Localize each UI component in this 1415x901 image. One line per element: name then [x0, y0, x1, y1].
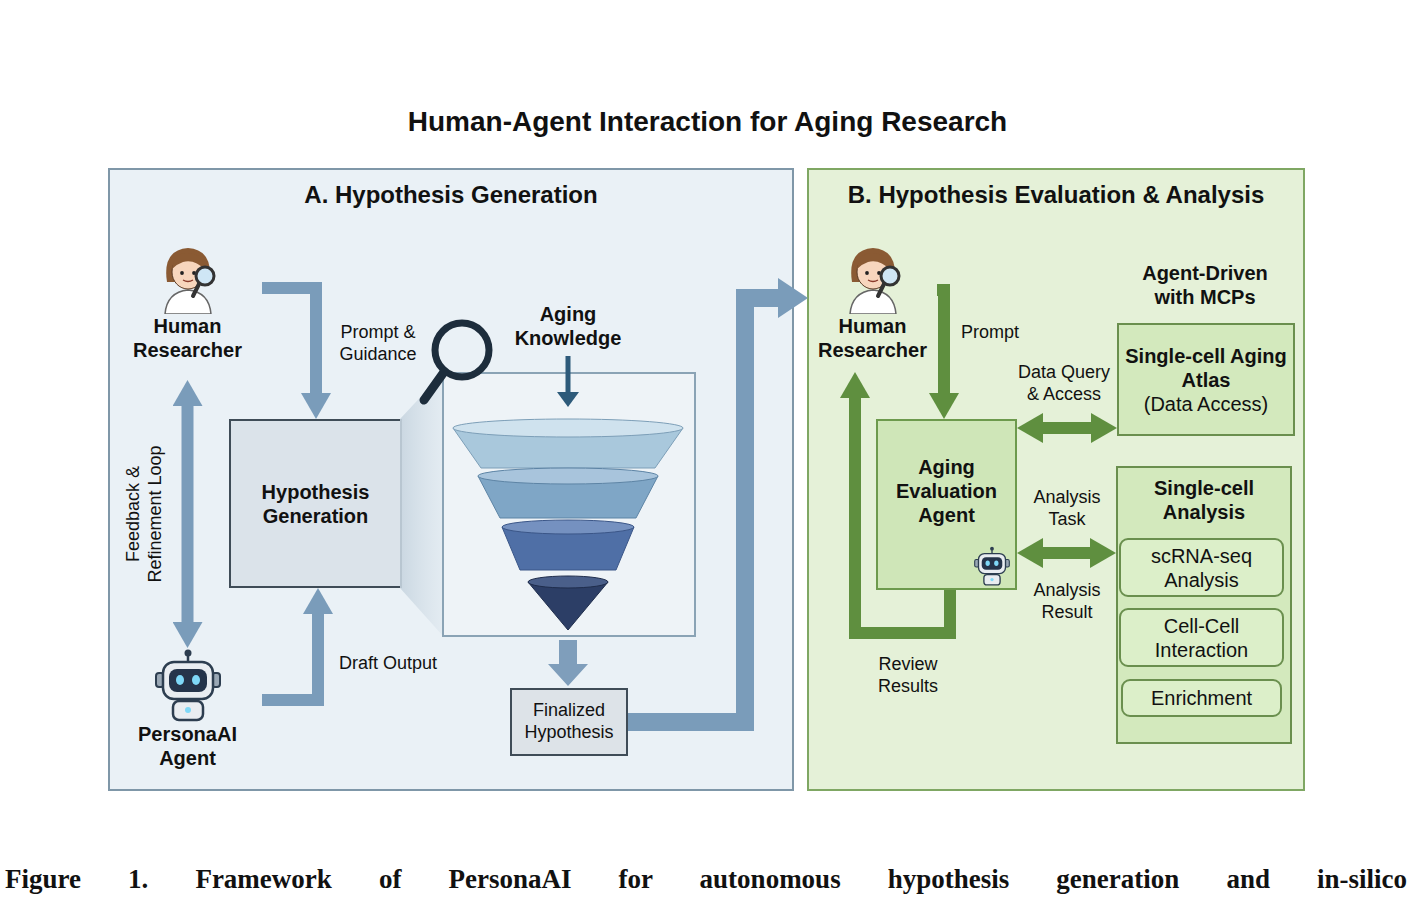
flow-arrow: [262, 614, 318, 700]
output-box: Finalized Hypothesis: [510, 688, 628, 756]
section-panel: Human ResearcherAging Evaluation Agent Si…: [807, 168, 1305, 791]
flow-arrow: [628, 298, 778, 722]
tool-group: scRNA-seq AnalysisCell-Cell InteractionE…: [1116, 466, 1292, 744]
process-box: Hypothesis Generation: [229, 419, 402, 588]
knowledge-funnel: [453, 419, 683, 630]
node-title: PersonaAI Agent: [113, 722, 262, 770]
node-title: Human Researcher: [113, 314, 262, 362]
magnifier-symbol: [424, 323, 489, 400]
node-title: Human Researcher: [808, 314, 937, 362]
node-title: Single-cell Aging Atlas: [1123, 344, 1289, 392]
node-title: Enrichment: [1151, 686, 1252, 710]
researcher-icon: [153, 242, 223, 314]
tool-box: scRNA-seq Analysis: [1119, 538, 1284, 597]
edge-label: Analysis Task: [1022, 487, 1112, 530]
funnel-frame: [443, 373, 695, 636]
node-title: B. Hypothesis Evaluation & Analysis: [848, 181, 1265, 210]
node-title: scRNA-seq Analysis: [1125, 544, 1278, 592]
flow-arrow: [1043, 547, 1090, 559]
robot-agent-icon: [153, 648, 223, 722]
flow-arrow: [937, 290, 944, 393]
flow-arrow: [182, 406, 194, 622]
figure-caption: Figure 1. Framework of PersonaAI for aut…: [5, 864, 1407, 895]
node-title: A. Hypothesis Generation: [304, 181, 597, 210]
actor-node: Human Researcher: [113, 242, 262, 380]
actor-node: Human Researcher: [808, 242, 937, 372]
flow-arrow: [262, 288, 316, 393]
researcher-icon: [838, 242, 908, 314]
edge-label: Review Results: [863, 654, 953, 697]
annotation-label: Analysis Result: [1022, 580, 1112, 623]
actor-node: PersonaAI Agent: [113, 648, 262, 786]
annotation-label: Aging Knowledge: [498, 302, 638, 350]
node-title: Single-cell Analysis: [1118, 476, 1290, 524]
node-title: Aging Evaluation Agent: [884, 455, 1009, 527]
annotation-label: Agent-Driven with MCPs: [1125, 261, 1285, 309]
tool-box: Enrichment: [1121, 679, 1282, 717]
funnel-output-arrow: [548, 640, 588, 686]
edge-label: Prompt & Guidance: [328, 322, 428, 365]
tool-box: Cell-Cell Interaction: [1119, 608, 1284, 667]
flow-arrow: [1043, 422, 1091, 434]
node-subtitle: (Data Access): [1144, 392, 1268, 416]
flow-arrow: [855, 398, 950, 633]
edge-label: Draft Output: [339, 653, 437, 675]
edge-label: Prompt: [961, 322, 1019, 344]
edge-label: Data Query & Access: [1012, 362, 1116, 405]
zoom-band: [400, 373, 443, 636]
agent-box: Aging Evaluation Agent: [876, 419, 1017, 590]
node-title: Finalized Hypothesis: [516, 700, 622, 743]
edge-label: Feedback & Refinement Loop: [123, 429, 166, 599]
data-box: Single-cell Aging Atlas(Data Access): [1117, 323, 1295, 436]
diagram-title: Human-Agent Interaction for Aging Resear…: [0, 106, 1415, 138]
mini-robot-icon: [973, 546, 1011, 586]
node-title: Cell-Cell Interaction: [1125, 614, 1278, 662]
node-title: Hypothesis Generation: [237, 480, 394, 528]
knowledge-arrow: [557, 356, 579, 407]
